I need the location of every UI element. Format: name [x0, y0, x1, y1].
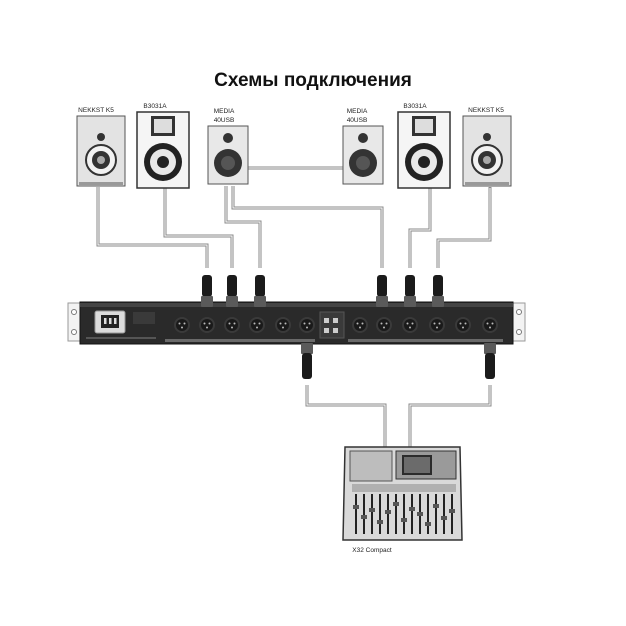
label-right-nekkst: NEKKST K5	[468, 107, 504, 114]
cable-right-nekkst	[436, 187, 492, 268]
cables-inner	[97, 167, 491, 447]
speaker-left-nekkst	[76, 115, 126, 187]
label-right-b3031a: B3031A	[403, 103, 427, 110]
speaker-left-media	[207, 125, 249, 185]
cable-mixer-right	[408, 385, 492, 447]
label-left-media-2: 40USB	[214, 117, 235, 124]
label-right-media-1: MEDIA	[347, 108, 368, 115]
cable-right-b3031a	[408, 188, 432, 268]
cable-left-nekkst	[96, 187, 209, 268]
mixer-x32-compact	[342, 446, 463, 541]
label-left-nekkst: NEKKST K5	[78, 107, 114, 114]
label-mixer: X32 Compact	[352, 547, 392, 554]
cable-mixer-left	[305, 385, 387, 447]
label-left-b3031a: B3031A	[143, 103, 167, 110]
diagram-title: Схемы подключения	[214, 70, 412, 91]
label-left-media-1: MEDIA	[214, 108, 235, 115]
speaker-left-b3031a	[136, 111, 190, 189]
label-right-media-2: 40USB	[347, 117, 368, 124]
speaker-right-b3031a	[397, 111, 451, 189]
speaker-right-nekkst	[462, 115, 512, 187]
speaker-right-media	[342, 125, 384, 185]
cable-right-media	[231, 186, 384, 268]
xlr-plugs-bottom	[301, 343, 496, 379]
rack-device	[67, 301, 526, 345]
cable-left-b3031a	[163, 188, 234, 268]
